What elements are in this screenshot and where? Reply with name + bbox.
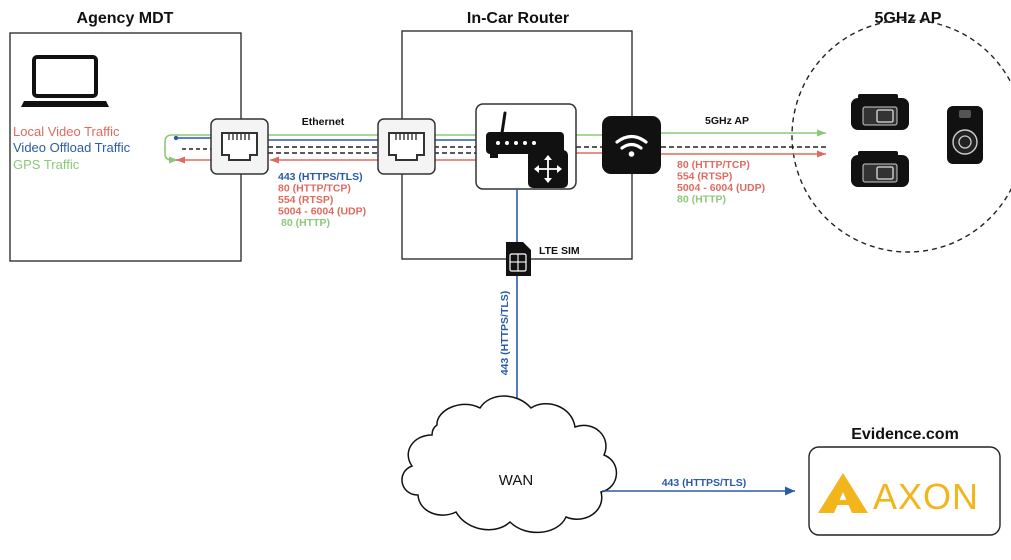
port-label: 80 (HTTP) — [281, 217, 330, 229]
port-label: 554 (RTSP) — [677, 171, 732, 183]
sim-card-icon — [506, 242, 531, 276]
body-camera-icon — [947, 106, 983, 164]
port-label: 554 (RTSP) — [278, 194, 333, 206]
lte-sim-label: LTE SIM — [539, 245, 580, 257]
title-evidence: Evidence.com — [851, 426, 959, 443]
wan-label: WAN — [499, 472, 533, 489]
fleet-camera-icon — [851, 94, 909, 130]
port-label: 5004 - 6004 (UDP) — [677, 182, 765, 194]
ethernet-label: Ethernet — [302, 116, 345, 128]
ethernet-port-list: 443 (HTTPS/TLS)80 (HTTP/TCP)554 (RTSP)50… — [278, 171, 366, 229]
laptop-icon — [21, 55, 109, 107]
port-label: 80 (HTTP/TCP) — [677, 159, 750, 171]
wifi-icon — [602, 116, 661, 174]
legend-gps: GPS Traffic — [13, 157, 80, 172]
ethernet-port-icon — [210, 118, 269, 175]
ap-port-list: 80 (HTTP/TCP)554 (RTSP)5004 - 6004 (UDP)… — [677, 159, 765, 206]
title-agency-mdt: Agency MDT — [77, 10, 174, 27]
ethernet-port-icon — [377, 118, 436, 175]
legend-video-offload: Video Offload Traffic — [13, 140, 131, 155]
port-label: 80 (HTTP) — [677, 194, 726, 206]
ethernet-links — [164, 134, 602, 164]
switch-icon — [528, 150, 568, 188]
ap-coverage-circle — [791, 19, 1011, 253]
port-label: 443 (HTTPS/TLS) — [278, 171, 363, 183]
fleet-camera-icon — [851, 151, 909, 187]
axon-logo-icon — [818, 473, 868, 513]
title-in-car-router: In-Car Router — [467, 10, 569, 27]
ap-links — [661, 129, 826, 158]
legend-local-video: Local Video Traffic — [13, 124, 120, 139]
port-label: 5004 - 6004 (UDP) — [278, 206, 366, 218]
lte-port-label: 443 (HTTPS/TLS) — [499, 291, 511, 376]
wan-cloud-icon — [401, 395, 618, 534]
port-label: 80 (HTTP/TCP) — [278, 183, 351, 195]
wan-port-label: 443 (HTTPS/TLS) — [662, 477, 747, 489]
title-5ghz-ap: 5GHz AP — [875, 10, 942, 27]
ap-link-label: 5GHz AP — [705, 115, 749, 127]
axon-logo-text: AXON — [873, 476, 979, 517]
